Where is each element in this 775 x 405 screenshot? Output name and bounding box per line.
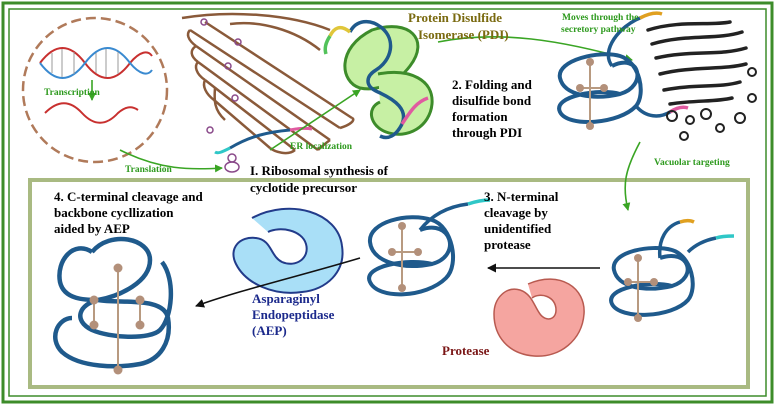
pdi-label-line1: Protein Disulfide (408, 10, 503, 25)
intermediate-peptide (367, 198, 491, 297)
golgi-apparatus (646, 20, 748, 106)
step3-label-line1: 3. N-terminal (484, 189, 559, 204)
pdi-peptide-yellow (328, 25, 352, 37)
step4-label-line3: aided by AEP (54, 221, 130, 236)
translation-arrow (119, 149, 223, 173)
pdi-peptide-green (323, 35, 332, 55)
precursor-peptide-vacuole (609, 218, 735, 322)
nucleus (21, 16, 169, 164)
step3-label-line4: protease (484, 237, 531, 252)
er-localization-label: ER localization (290, 142, 353, 152)
dna-strand-red (39, 47, 153, 79)
golgi-vesicles (666, 67, 757, 141)
nascent-peptide-tail (214, 146, 231, 155)
dna-strand-blue (39, 47, 153, 79)
transcription-label: Transcription (44, 88, 100, 98)
step3-label-line2: cleavage by (484, 205, 548, 220)
secretory-label-line2: secretory pathway (561, 25, 636, 35)
outer-frame-inner (8, 8, 767, 397)
inner-frame (28, 178, 750, 389)
aep-label-line3: (AEP) (252, 323, 287, 338)
step4-label-line1: 4. C-terminal cleavage and (54, 189, 203, 204)
aep-label-line2: Endopeptidase (252, 307, 335, 322)
step1-label-line2: cyclotide precursor (250, 180, 357, 195)
secretory-label-line1: Moves through the (562, 13, 639, 23)
er-localization-arrow (269, 89, 361, 151)
mrna-strand (44, 102, 139, 124)
step2-label-line1: 2. Folding and (452, 77, 532, 92)
cyclotide-product (53, 236, 174, 375)
step2-label-line4: through PDI (452, 125, 523, 140)
translation-label: Translation (125, 165, 172, 175)
aep-enzyme (232, 207, 344, 294)
step1-label-line1: I. Ribosomal synthesis of (250, 163, 388, 178)
pdi-bound-peptide (348, 19, 406, 140)
step2-label-line2: disulfide bond (452, 93, 532, 108)
pdi-label-line2: Isomerase (PDI) (418, 27, 509, 42)
step4-label-line2: backbone cycllization (54, 205, 174, 220)
backbone-cyclization-arrow (195, 257, 361, 308)
pdi-enzyme (343, 25, 434, 136)
protease-label: Protease (442, 343, 490, 358)
aep-label-line1: Asparaginyl (252, 291, 320, 306)
dna-rungs (51, 49, 119, 77)
step2-label-line3: formation (452, 109, 508, 124)
nascent-peptide (229, 128, 291, 150)
vacuolar-targeting-arrow (622, 141, 641, 211)
ribosome-icon (224, 153, 240, 173)
protease-enzyme (493, 278, 585, 357)
step3-label-line3: unidentified (484, 221, 552, 236)
ribosomes (200, 18, 242, 134)
vacuolar-targeting-label: Vacuolar targeting (654, 158, 730, 168)
endoplasmic-reticulum (181, 12, 355, 155)
pdi-peptide-pink (400, 96, 429, 125)
